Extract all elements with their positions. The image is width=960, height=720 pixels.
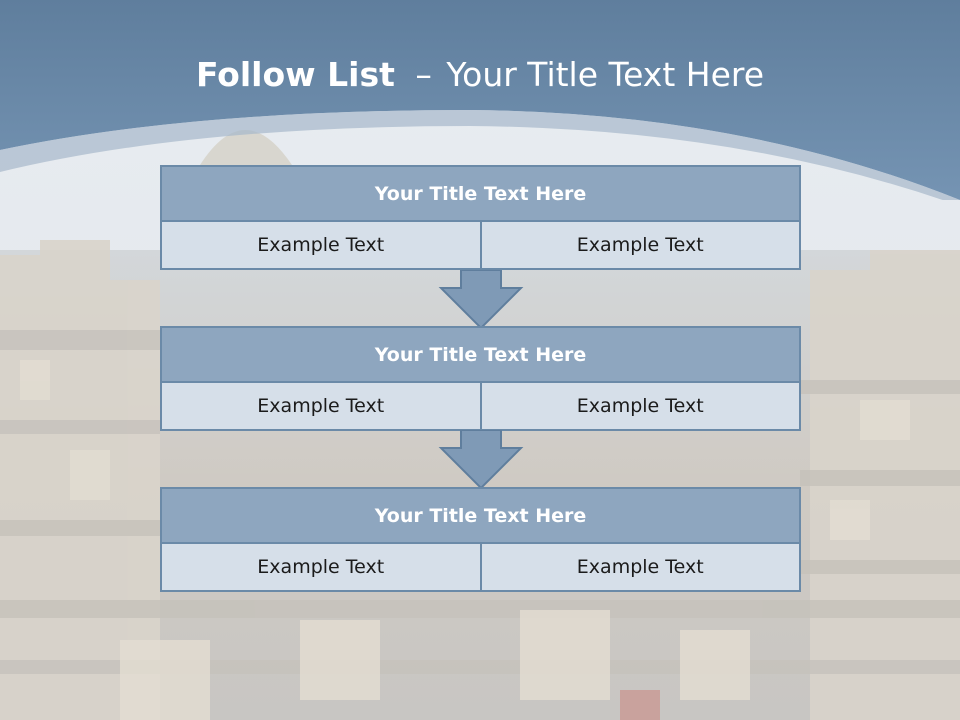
slide-title-main: Follow List bbox=[195, 55, 395, 94]
block-cell-left: Example Text bbox=[160, 220, 482, 270]
slide-title-separator: – bbox=[415, 55, 432, 94]
down-arrow-icon bbox=[438, 430, 524, 490]
list-block-2: Your Title Text Here Example Text Exampl… bbox=[160, 326, 801, 431]
list-block-3: Your Title Text Here Example Text Exampl… bbox=[160, 487, 801, 592]
block-row: Example Text Example Text bbox=[160, 381, 801, 431]
slide-title: Follow List – Your Title Text Here bbox=[0, 52, 960, 98]
down-arrow-icon bbox=[438, 270, 524, 330]
block-title: Your Title Text Here bbox=[160, 487, 801, 544]
slide-title-subtitle: Your Title Text Here bbox=[446, 55, 765, 94]
block-title: Your Title Text Here bbox=[160, 165, 801, 222]
list-block-1: Your Title Text Here Example Text Exampl… bbox=[160, 165, 801, 270]
block-title: Your Title Text Here bbox=[160, 326, 801, 383]
header-band bbox=[0, 0, 960, 200]
block-cell-right: Example Text bbox=[479, 381, 801, 431]
block-cell-right: Example Text bbox=[479, 542, 801, 592]
block-cell-left: Example Text bbox=[160, 542, 482, 592]
block-cell-right: Example Text bbox=[479, 220, 801, 270]
block-cell-left: Example Text bbox=[160, 381, 482, 431]
block-row: Example Text Example Text bbox=[160, 220, 801, 270]
block-row: Example Text Example Text bbox=[160, 542, 801, 592]
